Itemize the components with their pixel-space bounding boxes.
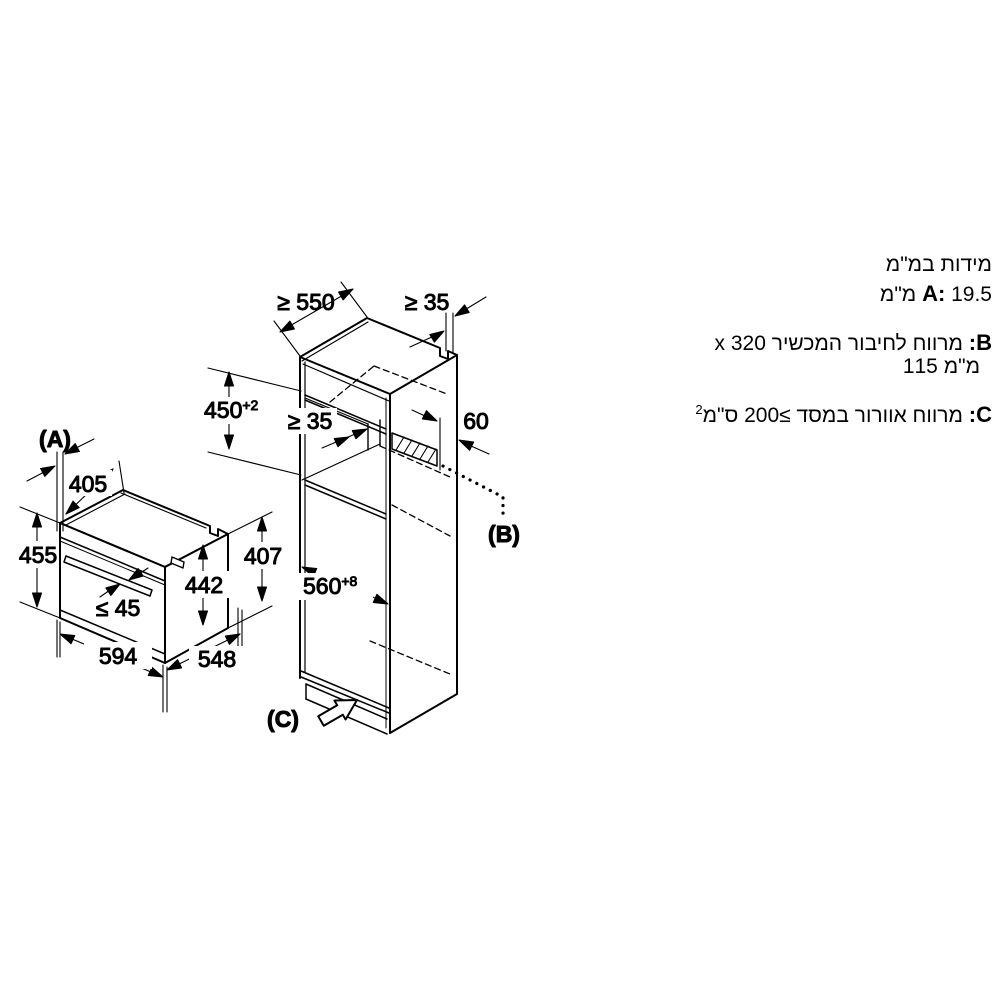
door-handle — [63, 555, 153, 597]
dim-handle-clearance: ≤ 45 — [96, 595, 141, 621]
cabinet-label-c: (C) — [267, 706, 299, 732]
hidden-edges — [329, 365, 451, 675]
text-masks — [22, 397, 373, 672]
oven-label-a: (A) — [39, 426, 71, 452]
dim-oven-front-height: 455 — [19, 542, 57, 568]
ventilation-arrow — [317, 699, 358, 727]
cabinet-label-b: (B) — [488, 521, 520, 547]
side-grip-slot — [170, 556, 185, 569]
leader-to-b — [441, 464, 505, 521]
dim-oven-rear-height: 407 — [244, 543, 282, 569]
connection-area-hatch — [391, 432, 438, 467]
dim-oven-depth: 548 — [198, 646, 236, 672]
cabinet-dimensions — [207, 281, 490, 605]
dim-oven-width: 594 — [99, 643, 138, 669]
dim-shelf-gap: ≥ 35 — [288, 408, 333, 434]
cabinet-drawing — [299, 317, 505, 735]
dim-niche-width: 560+8 — [303, 573, 358, 599]
oven-dimensions — [19, 438, 273, 713]
dim-oven-body-height: 442 — [185, 572, 223, 598]
dim-wall-gap: ≥ 35 — [405, 289, 450, 315]
dim-cabinet-depth: ≥ 550 — [277, 289, 334, 315]
dim-oven-top-depth: 405 — [69, 471, 107, 497]
dim-niche-height: 450+2 — [204, 397, 259, 423]
dim-connection-offset: 60 — [463, 408, 489, 434]
